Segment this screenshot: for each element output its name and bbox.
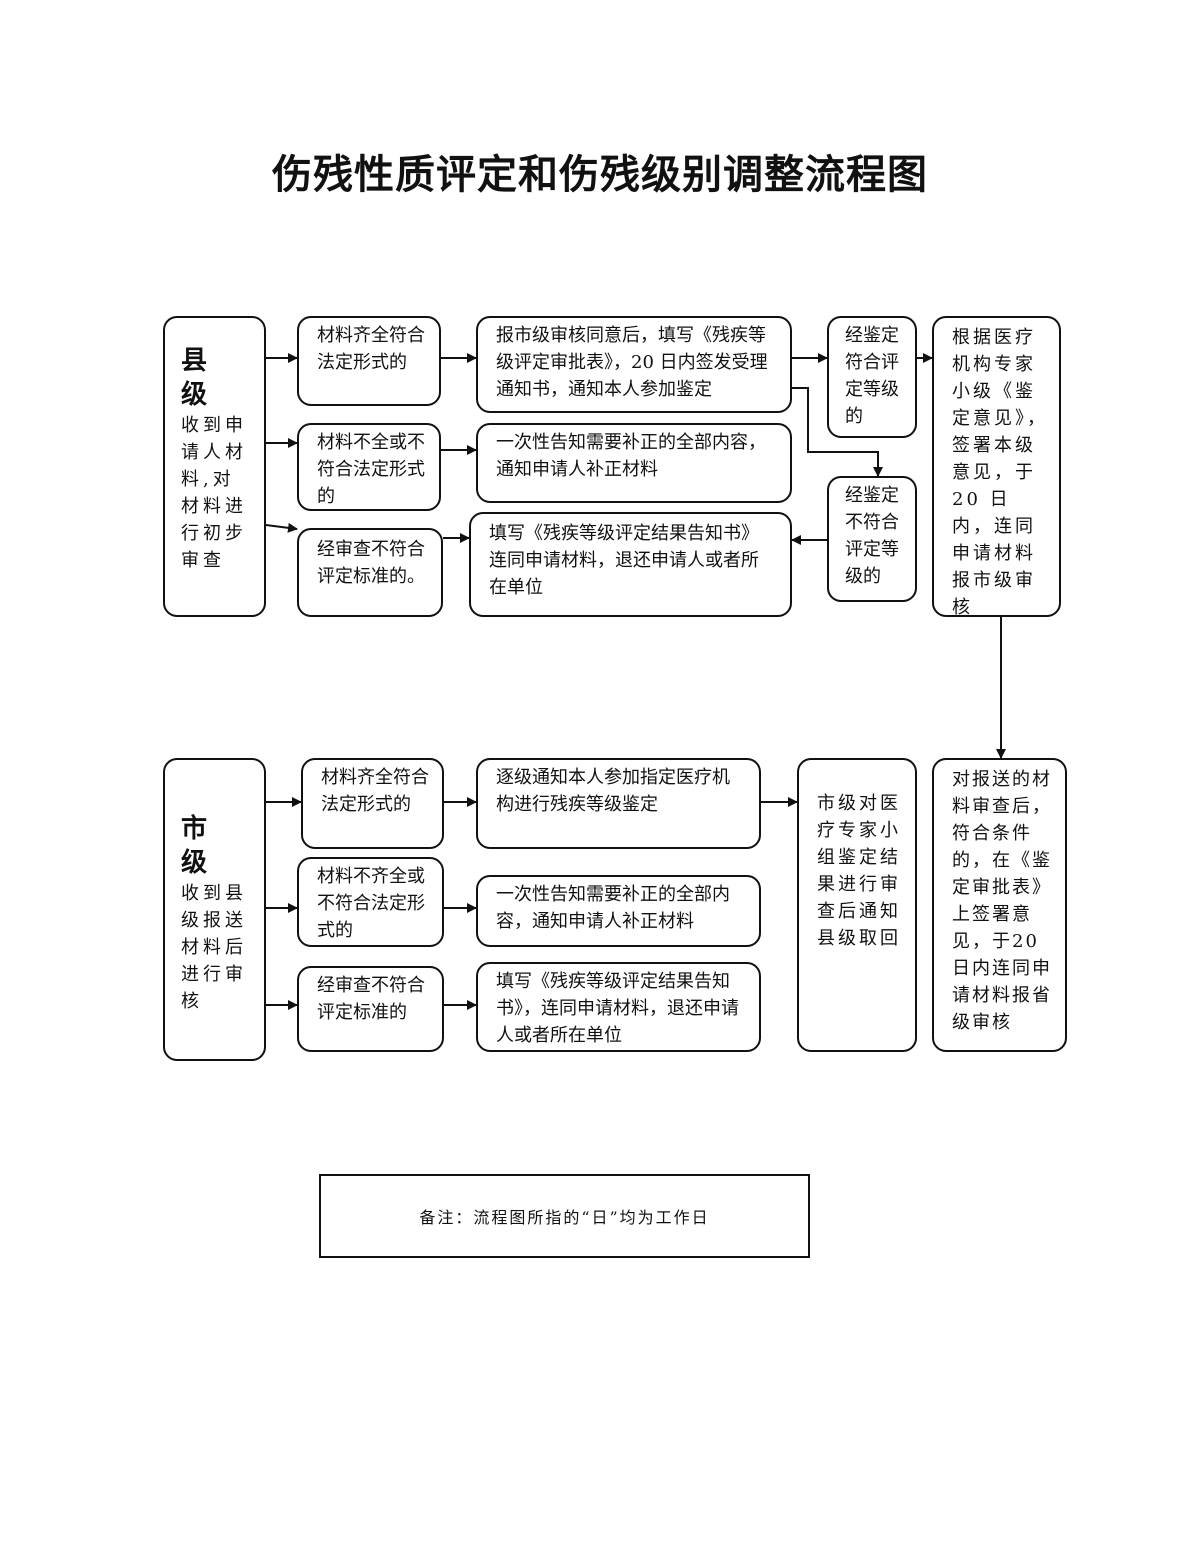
- city-review-box: 市级对医疗专家小组鉴定结果进行审查后通知县级取回: [797, 758, 917, 1052]
- city-level-text: 收到县级报送材料后进行审核: [181, 883, 247, 1012]
- county-report-box: 报市级审核同意后，填写《残疾等级评定审批表》，20 日内签发受理通知书，通知本人…: [476, 316, 792, 413]
- county-notify-box: 一次性告知需要补正的全部内容，通知申请人补正材料: [476, 423, 792, 503]
- city-notify-step-box: 逐级通知本人参加指定医疗机构进行残疾等级鉴定: [476, 758, 761, 849]
- arrow-report-to-fails: [792, 387, 883, 477]
- footnote-box: 备注：流程图所指的“日”均为工作日: [319, 1174, 810, 1258]
- county-fails-box: 经鉴定不符合评定等级的: [827, 476, 917, 602]
- city-return-box: 填写《残疾等级评定结果告知书》，连同申请材料，退还申请人或者所在单位: [476, 962, 761, 1052]
- city-incomplete-box: 材料不齐全或不符合法定形式的: [297, 857, 444, 947]
- county-complete-box: 材料齐全符合法定形式的: [297, 316, 441, 406]
- county-sign-box: 根据医疗机构专家小级《鉴定意见》，签署本级意见，于 20 日内，连同申请材料报市…: [932, 316, 1061, 617]
- county-return-box: 填写《残疾等级评定结果告知书》连同申请材料，退还申请人或者所在单位: [469, 512, 792, 617]
- city-complete-box: 材料齐全符合法定形式的: [301, 758, 444, 849]
- city-sign-box: 对报送的材料审查后，符合条件的，在《鉴定审批表》上签署意见，于20日内连同申请材…: [932, 758, 1067, 1052]
- county-level-text: 收到申请人材料,对材料进行初步审查: [181, 415, 247, 571]
- arrow-county-to-rejected: [265, 522, 298, 533]
- county-incomplete-box: 材料不全或不符合法定形式的: [297, 423, 441, 511]
- city-level-box: 市 级 收到县级报送材料后进行审核: [163, 758, 266, 1061]
- county-rejected-box: 经审查不符合评定标准的。: [297, 528, 443, 617]
- city-notify-box: 一次性告知需要补正的全部内容，通知申请人补正材料: [476, 875, 761, 947]
- county-level-box: 县 级 收到申请人材料,对材料进行初步审查: [163, 316, 266, 617]
- city-rejected-box: 经审查不符合评定标准的: [297, 966, 444, 1052]
- county-level-heading: 县 级: [181, 346, 216, 410]
- footnote-text: 备注：流程图所指的“日”均为工作日: [419, 1208, 710, 1227]
- city-level-heading: 市 级: [181, 814, 216, 878]
- page-title: 伤残性质评定和伤残级别调整流程图: [272, 152, 928, 198]
- county-meets-box: 经鉴定符合评定等级的: [827, 316, 917, 438]
